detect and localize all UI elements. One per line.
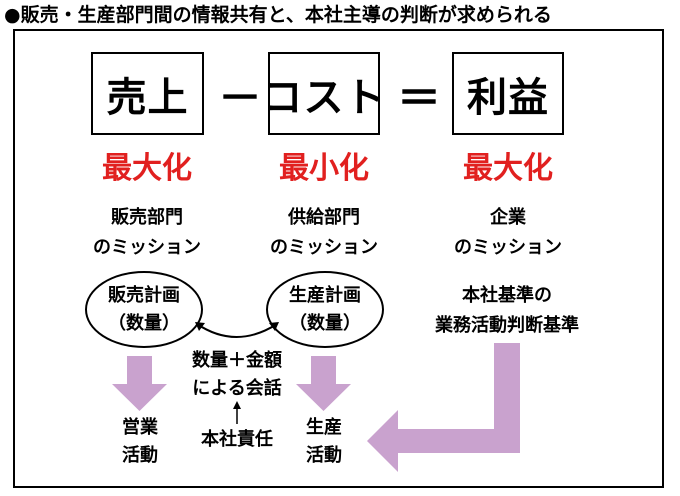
criteria-to-production-arrow (367, 343, 520, 472)
production-plan-ellipse: 生産計画 （数量） (266, 271, 384, 348)
company-mission-line-1: 企業 (490, 207, 526, 228)
responsibility-up-arrowhead (233, 401, 241, 409)
supply-mission-line-2: のミッション (270, 237, 378, 258)
plan-exchange-arrow (196, 323, 278, 338)
sales-plan-line-2: （数量） (108, 312, 180, 334)
sales-mission: 販売部門 のミッション (72, 203, 222, 263)
sales-mission-line-1: 販売部門 (111, 207, 183, 228)
hq-criteria-line-2: 業務活動判断基準 (435, 315, 579, 336)
hq-criteria-line-1: 本社基準の (462, 285, 552, 306)
hq-criteria: 本社基準の 業務活動判断基準 (412, 281, 602, 341)
hq-responsibility: 本社責任 (201, 429, 273, 450)
conversation-line-2: による会話 (192, 378, 282, 399)
equals-sign: ＝ (397, 73, 441, 124)
production-activity-line-1: 生産 (306, 417, 342, 438)
minus-sign: － (218, 73, 262, 124)
profit-goal: 最大化 (463, 151, 553, 186)
profit-box: 利益 (452, 52, 564, 135)
sales-plan-ellipse: 販売計画 （数量） (85, 271, 203, 348)
conversation-label: 数量＋金額 による会話 (177, 347, 297, 403)
page-title: ●販売・生産部門間の情報共有と、本社主導の判断が求められる (4, 4, 552, 26)
sales-plan-line-1: 販売計画 (108, 284, 180, 306)
production-plan-line-2: （数量） (289, 312, 361, 334)
cost-label: コスト (262, 74, 386, 121)
sales-activity: 営業 活動 (95, 414, 185, 470)
profit-label: 利益 (467, 74, 549, 121)
production-down-arrow (296, 356, 351, 411)
supply-mission-line-1: 供給部門 (288, 207, 360, 228)
diagram-frame (13, 29, 664, 488)
sales-label: 売上 (106, 74, 189, 121)
cost-box: コスト (263, 52, 385, 135)
sales-mission-line-2: のミッション (93, 237, 201, 258)
production-activity-line-2: 活動 (306, 445, 342, 466)
cost-goal: 最小化 (279, 151, 369, 186)
sales-down-arrow (112, 356, 167, 411)
sales-activity-line-1: 営業 (122, 417, 158, 438)
conversation-line-1: 数量＋金額 (192, 350, 282, 371)
company-mission-line-2: のミッション (454, 237, 562, 258)
production-plan-line-1: 生産計画 (289, 284, 361, 306)
sales-goal: 最大化 (102, 151, 192, 186)
sales-activity-line-2: 活動 (122, 445, 158, 466)
production-activity: 生産 活動 (279, 414, 369, 470)
sales-box: 売上 (91, 52, 204, 135)
company-mission: 企業 のミッション (433, 203, 583, 263)
supply-mission: 供給部門 のミッション (249, 203, 399, 263)
